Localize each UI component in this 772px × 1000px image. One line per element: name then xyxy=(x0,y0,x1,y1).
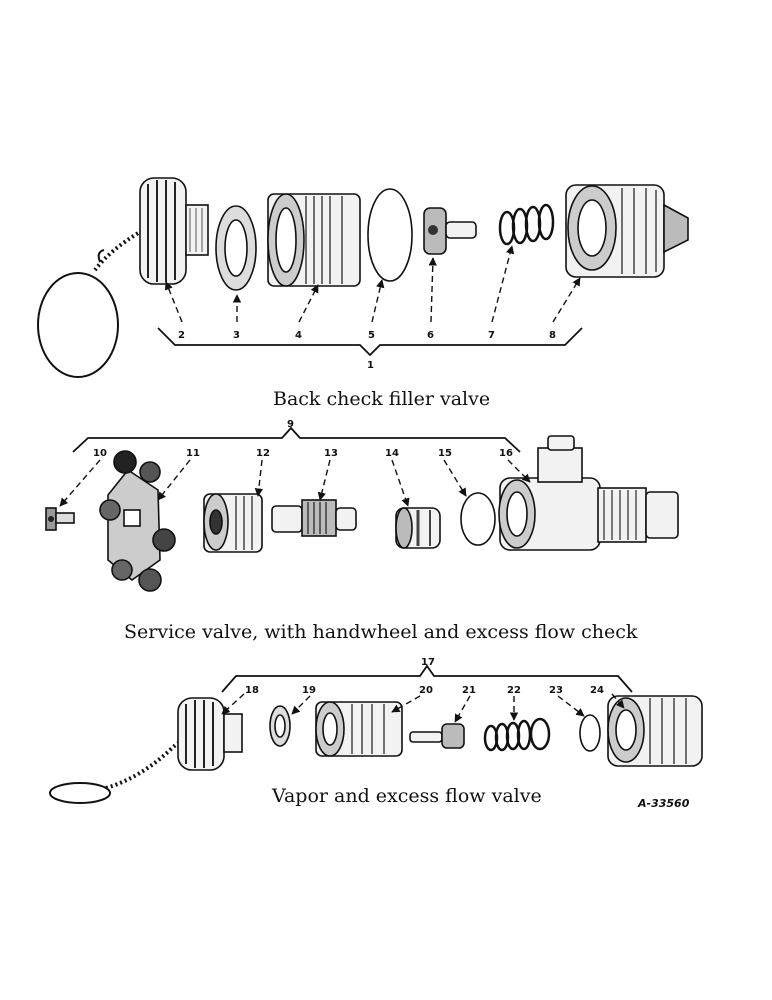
o-ring-part-5 xyxy=(367,188,413,282)
reference-code: A-33560 xyxy=(638,797,690,810)
valve-body-part-4 xyxy=(267,193,361,287)
section-service-valve: 9 xyxy=(45,419,679,592)
callout-20: 20 xyxy=(419,685,433,696)
spring-part-22 xyxy=(483,717,551,752)
washer-part-19 xyxy=(269,705,291,747)
excess-flow-check-part-14 xyxy=(395,507,441,549)
o-ring-part-23 xyxy=(579,714,601,752)
check-valve-part-6 xyxy=(423,207,477,255)
callout-8: 8 xyxy=(549,330,556,341)
callout-23: 23 xyxy=(549,685,563,696)
service-valve-body-part-16 xyxy=(498,435,679,551)
bonnet-nut-part-12 xyxy=(203,493,263,553)
valve-housing-part-24 xyxy=(607,695,703,767)
callout-2: 2 xyxy=(178,330,185,341)
gasket-ring-part-15 xyxy=(460,492,496,546)
caption-vapor-excess-flow-valve: Vapor and excess flow valve xyxy=(272,785,542,807)
assembly-bracket-17 xyxy=(221,664,633,693)
assembly-bracket-9 xyxy=(72,426,521,453)
callout-10: 10 xyxy=(93,448,107,459)
callout-12: 12 xyxy=(256,448,270,459)
leader-lines-section-1 xyxy=(164,245,581,323)
callout-22: 22 xyxy=(507,685,521,696)
section-back-check-filler-valve: 1 2 3 4 5 6 7 8 xyxy=(37,177,689,378)
leader-lines-section-2 xyxy=(59,459,531,507)
caption-service-valve: Service valve, with handwheel and excess… xyxy=(124,621,638,643)
callout-3: 3 xyxy=(233,330,240,341)
callout-18: 18 xyxy=(245,685,259,696)
callout-4: 4 xyxy=(295,330,302,341)
callout-21: 21 xyxy=(462,685,476,696)
caption-back-check-filler-valve: Back check filler valve xyxy=(273,388,491,410)
valve-stem-part-13 xyxy=(271,499,357,537)
screw-part-10 xyxy=(45,507,75,531)
filler-cap-part-2 xyxy=(139,177,209,285)
handwheel-part-11 xyxy=(99,450,176,592)
callout-14: 14 xyxy=(385,448,399,459)
callout-9: 9 xyxy=(287,419,294,430)
callout-6: 6 xyxy=(427,330,434,341)
callout-19: 19 xyxy=(302,685,316,696)
callout-1: 1 xyxy=(367,360,374,371)
callout-5: 5 xyxy=(368,330,375,341)
cap-chain-and-ring-2 xyxy=(49,736,191,804)
valve-body-part-20 xyxy=(315,701,403,757)
assembly-bracket-1 xyxy=(157,327,583,357)
callout-7: 7 xyxy=(488,330,495,341)
callout-17: 17 xyxy=(421,657,435,668)
spring-part-7 xyxy=(498,203,555,246)
callout-13: 13 xyxy=(324,448,338,459)
leader-lines-section-3 xyxy=(221,693,625,723)
filler-cap-part-18 xyxy=(177,697,243,771)
callout-11: 11 xyxy=(186,448,200,459)
cap-chain-and-ring xyxy=(37,230,142,378)
callout-15: 15 xyxy=(438,448,452,459)
poppet-part-21 xyxy=(409,723,465,749)
washer-part-3 xyxy=(215,205,257,291)
callout-24: 24 xyxy=(590,685,604,696)
callout-16: 16 xyxy=(499,448,513,459)
valve-housing-part-8 xyxy=(565,184,689,278)
section-vapor-excess-flow-valve: 17 xyxy=(49,657,703,804)
